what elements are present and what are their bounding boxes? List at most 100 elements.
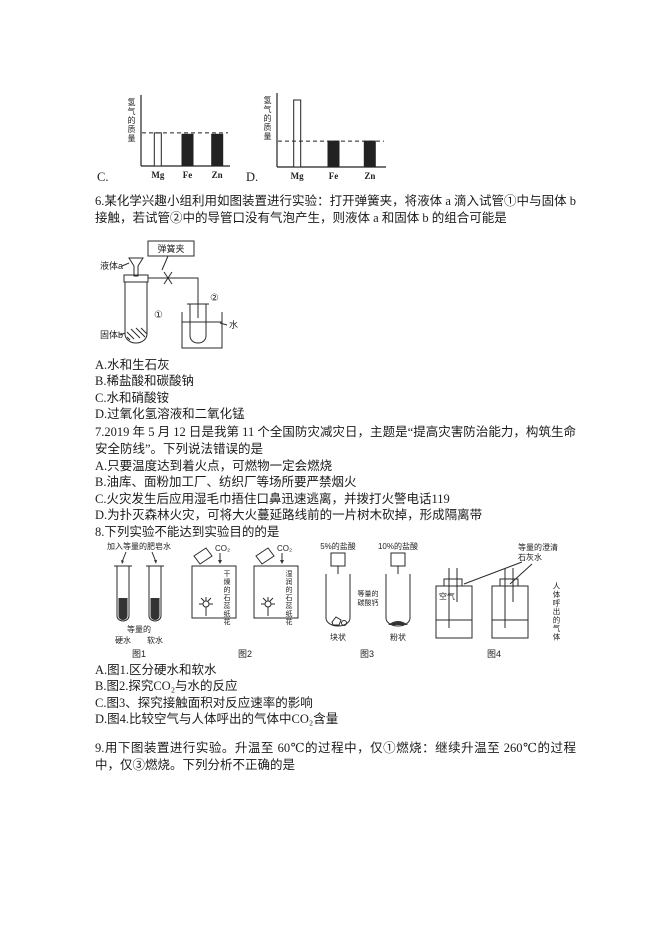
fig4-caption: 图4 [487, 649, 501, 659]
pour-arrows [121, 551, 157, 564]
pouring-flask-right [255, 547, 275, 565]
spring-clamp-callout: 弹簧夹 [147, 240, 195, 271]
q8-fig2-diagram: CO₂ CO₂ 图2 [186, 540, 308, 660]
bar-Mg [293, 99, 302, 168]
question-6-text: 6.某化学兴趣小组利用如图装置进行实验：打开弹簧夹，将液体 a 滴入试管①中与固… [95, 194, 576, 225]
delivery-tube [148, 271, 199, 318]
tube-lump-carbonate [325, 574, 351, 627]
bar-Zn [211, 133, 224, 167]
bar-Mg [153, 132, 162, 167]
chart-option-d-letter: D. [246, 170, 259, 184]
q8-fig2-canvas: CO₂ CO₂ 图2 [191, 544, 299, 659]
q8-fig1-diagram: 加入等量的肥皂水 等量的 硬水 软水 图1 [95, 540, 183, 660]
q8-options: A.图1.区分硬水和软水 B.图2.探究CO₂与水的反应 C.图3、探究接触面积… [95, 662, 338, 727]
test-tube-1 [123, 274, 149, 344]
gas-bottle-left [191, 565, 237, 619]
q8-option-c: C.图3、探究接触面积对反应速率的影响 [95, 695, 313, 710]
litmus-flower-icon-left [199, 597, 213, 616]
q8-option-b: B.图2.探究CO₂与水的反应 [95, 679, 238, 694]
fig2-caption: 图2 [238, 649, 252, 659]
x-tick-label-Zn: Zn [364, 171, 375, 181]
test-tube-hard-water [114, 565, 132, 622]
fig3-caption: 图3 [360, 649, 374, 659]
equal-carbonate-label-2: 碳酸钙 [358, 598, 379, 607]
bottle-air [435, 568, 473, 639]
tube2-number: ② [210, 293, 219, 304]
co2-label-right: CO₂ [277, 544, 292, 553]
q6-apparatus-diagram: 弹簧夹 液体a [98, 238, 273, 356]
q7-option-b: B.油库、面粉加工厂、纺织厂等场所要严禁烟火 [95, 475, 357, 490]
q8-fig3-diagram: 5%的盐酸 10%的盐酸 等量的 碳酸钙 块状 粉状 [312, 540, 426, 660]
powder-state-label: 粉状 [390, 632, 406, 642]
q8-option-d: D.图4.比较空气与人体呼出的气体中CO₂含量 [95, 711, 339, 726]
q8-fig4-diagram: 图4 等量的澄清石灰水 空气 人体呼出的气体 [430, 540, 568, 660]
liquid-a-label: 液体a [100, 260, 123, 271]
question-7-text: 7.2019 年 5 月 12 日是我第 11 个全国防灾减灾日，主题是“提高灾… [95, 425, 576, 456]
q6-option-d: D.过氧化氢溶液和二氧化锰 [95, 406, 245, 421]
exhaled-gas-label: 人体呼出的气体 [552, 582, 561, 642]
acid-5-label: 5%的盐酸 [320, 541, 356, 551]
solid-b-hatch [126, 327, 148, 341]
chart-canvas: Mg Fe Zn [140, 95, 230, 180]
co2-arrow-left [218, 560, 222, 564]
spring-clamp-icon [163, 271, 173, 285]
limewater-label: 等量的澄清石灰水 [518, 543, 558, 562]
gas-bottle-right [253, 565, 299, 619]
dry-flower-label: 干燥的石蕊纸花 [223, 570, 230, 626]
air-label: 空气 [439, 592, 455, 601]
x-tick-label-Fe: Fe [183, 170, 193, 180]
tube-powder-carbonate [385, 574, 411, 627]
co2-label-left: CO₂ [215, 544, 230, 553]
bar-Fe [327, 140, 340, 168]
q8-fig1-canvas: 加入等量的肥皂水 等量的 硬水 软水 图1 [107, 541, 171, 659]
x-tick-label-Mg: Mg [291, 171, 304, 181]
chart-option-c-letter: C. [97, 170, 109, 184]
test-tube-soft-water [146, 565, 164, 622]
tube1-number: ① [154, 310, 163, 321]
x-tick-label-Zn: Zn [212, 170, 223, 180]
bar-Zn [363, 140, 376, 168]
acid-container-right [390, 552, 406, 574]
q6-options: A.水和生石灰 B.稀盐酸和碳酸钠 C.水和硝酸铵 D.过氧化氢溶液和二氧化锰 [95, 357, 245, 422]
bar-chart-option-c: 氢气的质量 Mg Fe Zn [124, 92, 236, 186]
x-tick-label-Mg: Mg [151, 170, 164, 180]
y-axis-label: 氢气的质量 [127, 98, 136, 143]
test-tube-2 [187, 303, 209, 344]
hard-water-label: 硬水 [115, 635, 131, 645]
equal-carbonate-label-1: 等量的 [358, 589, 379, 598]
q6-option-c: C.水和硝酸铵 [95, 390, 169, 405]
q7-option-d: D.为扑灭森林火灾，可将大火蔓延路线前的一片树木砍掉，形成隔离带 [95, 507, 483, 522]
bar-Fe [181, 133, 194, 167]
q7-option-a: A.只要温度达到着火点，可燃物一定会燃烧 [95, 459, 333, 473]
bottle-exhaled [491, 568, 529, 639]
soft-water-label: 软水 [147, 635, 163, 645]
q8-option-a: A.图1.区分硬水和软水 [95, 663, 217, 677]
bar-chart-option-d: 氢气的质量 Mg Fe Zn [260, 90, 392, 187]
chart-canvas: Mg Fe Zn [276, 93, 386, 181]
spring-clamp-label: 弹簧夹 [157, 243, 184, 254]
q7-option-c: C.火灾发生后应用湿毛巾捂住口鼻迅速逃离，并拨打火警电话119 [95, 491, 450, 506]
lump-state-label: 块状 [330, 632, 346, 642]
q8-fig3-canvas: 5%的盐酸 10%的盐酸 等量的 碳酸钙 块状 粉状 [320, 541, 418, 659]
q8-fig4-canvas: 图4 [435, 561, 533, 659]
leader-lines [463, 561, 533, 585]
co2-arrow-right [280, 560, 284, 564]
q6-apparatus-canvas: 弹簧夹 液体a [100, 240, 238, 349]
litmus-flower-icon-right [261, 597, 275, 616]
dropping-funnel-icon [128, 257, 144, 277]
acid-10-label: 10%的盐酸 [378, 541, 418, 551]
soap-water-label: 加入等量的肥皂水 [107, 541, 171, 551]
beaker [181, 312, 223, 349]
fig1-caption: 图1 [132, 649, 146, 659]
acid-container-left [330, 552, 346, 574]
water-label: 水 [229, 319, 238, 330]
wet-flower-label: 湿润的石蕊纸花 [285, 570, 292, 626]
question-9-text: 9.用下图装置进行实验。升温至 60℃的过程中，仅①燃烧：继续升温至 260℃的… [95, 741, 576, 772]
q6-option-b: B.稀盐酸和碳酸钠 [95, 374, 194, 389]
x-tick-label-Fe: Fe [329, 171, 339, 181]
q6-option-a: A.水和生石灰 [95, 358, 170, 372]
question-8-text: 8.下列实验不能达到实验目的的是 [95, 525, 280, 539]
y-axis-label: 氢气的质量 [263, 96, 272, 141]
pouring-flask-left [193, 547, 213, 565]
